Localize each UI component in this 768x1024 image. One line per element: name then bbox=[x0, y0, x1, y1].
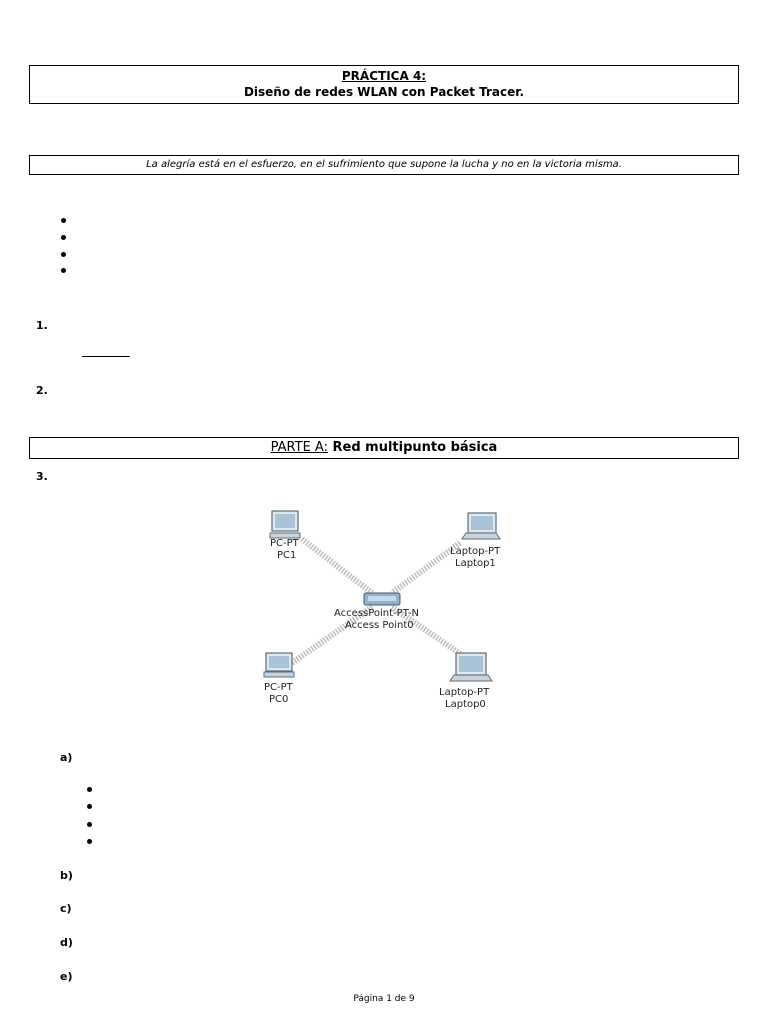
link-laptop1-ap bbox=[390, 540, 462, 596]
access-point-icon bbox=[363, 592, 401, 606]
item-number-3: 3. bbox=[36, 470, 48, 483]
item-number-2: 2. bbox=[36, 384, 48, 397]
pc0-computer-icon bbox=[263, 652, 295, 678]
bullet bbox=[61, 252, 66, 257]
laptop0-type-label: Laptop-PT bbox=[439, 687, 490, 698]
subitem-a: a) bbox=[60, 751, 73, 764]
ap-name-label: Access Point0 bbox=[345, 620, 414, 631]
bullet bbox=[87, 839, 92, 844]
wireless-links bbox=[290, 536, 464, 666]
bullet bbox=[87, 822, 92, 827]
bullet bbox=[61, 218, 66, 223]
quote-text: La alegría está en el esfuerzo, en el su… bbox=[146, 159, 622, 170]
laptop1-type-label: Laptop-PT bbox=[450, 546, 501, 557]
subitem-c: c) bbox=[60, 902, 72, 915]
section-title: Red multipunto básica bbox=[327, 440, 498, 455]
laptop1-name-label: Laptop1 bbox=[455, 558, 496, 569]
link-pc1-ap bbox=[300, 536, 374, 596]
underline-rule bbox=[82, 356, 130, 357]
link-ap-laptop0 bbox=[390, 604, 464, 658]
subitem-e: e) bbox=[60, 970, 73, 983]
pc1-computer-icon bbox=[269, 510, 301, 539]
laptop0-laptop-icon bbox=[449, 652, 493, 682]
link-ap-pc0 bbox=[290, 604, 374, 666]
page-footer: Página 1 de 9 bbox=[353, 994, 415, 1004]
pc1-type-label: PC-PT bbox=[270, 538, 300, 549]
pc1-name-label: PC1 bbox=[277, 550, 296, 561]
practice-title: Diseño de redes WLAN con Packet Tracer. bbox=[243, 85, 525, 99]
section-header-box: PARTE A: Red multipunto básica bbox=[29, 437, 739, 459]
section-label: PARTE A: bbox=[270, 440, 328, 455]
ap-type-label: AccessPoint-PT-N bbox=[334, 608, 419, 619]
bullet bbox=[61, 268, 66, 273]
pc0-type-label: PC-PT bbox=[264, 682, 294, 693]
practice-number: PRÁCTICA 4: bbox=[341, 69, 427, 83]
laptop1-laptop-icon bbox=[461, 512, 501, 540]
item-number-1: 1. bbox=[36, 319, 48, 332]
bullet bbox=[87, 804, 92, 809]
practice-title-box: PRÁCTICA 4: Diseño de redes WLAN con Pac… bbox=[29, 65, 739, 104]
network-diagram: PC-PT PC1 Laptop-PT Laptop1 AccessPoint-… bbox=[263, 510, 501, 710]
subitem-b: b) bbox=[60, 869, 73, 882]
bullet bbox=[61, 235, 66, 240]
subitem-d: d) bbox=[60, 936, 73, 949]
pc0-name-label: PC0 bbox=[269, 694, 288, 705]
quote-box: La alegría está en el esfuerzo, en el su… bbox=[29, 155, 739, 175]
laptop0-name-label: Laptop0 bbox=[445, 699, 486, 710]
bullet bbox=[87, 787, 92, 792]
